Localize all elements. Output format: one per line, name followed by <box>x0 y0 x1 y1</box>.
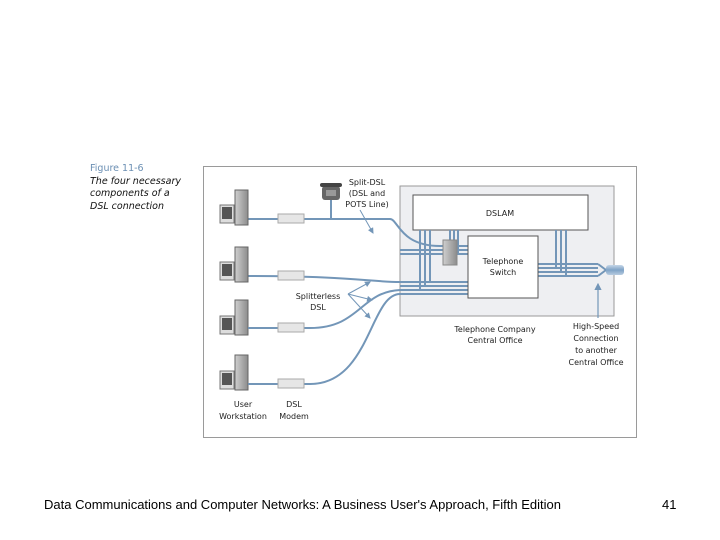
high-speed-label: Connection <box>573 334 618 343</box>
high-speed-label: High-Speed <box>573 322 619 331</box>
workstation-icon <box>219 189 249 226</box>
workstation-icon <box>219 246 249 283</box>
dsl-modem-label: DSL <box>286 400 302 409</box>
splitterless-label: Splitterless <box>296 292 341 301</box>
figure-description-line: The four necessary <box>90 175 181 187</box>
footer-text: Data Communications and Computer Network… <box>44 497 561 512</box>
workstation-icon <box>219 354 249 391</box>
split-dsl-label: POTS Line) <box>345 200 388 209</box>
central-office-label: Central Office <box>467 336 522 345</box>
telephone-switch-label: Telephone <box>482 257 524 266</box>
split-dsl-label: (DSL and <box>349 189 385 198</box>
telephone-icon <box>320 183 342 200</box>
page-number: 41 <box>662 497 677 512</box>
dsl-modem-icon <box>277 270 305 281</box>
figure-description-line: DSL connection <box>90 200 165 212</box>
figure-description-line: components of a <box>90 188 170 199</box>
splitterless-line <box>309 289 468 329</box>
dsl-modem-label: Modem <box>279 412 309 421</box>
dsl-modem-icon <box>277 213 305 224</box>
high-speed-pipe <box>606 265 624 275</box>
central-office-label: Telephone Company <box>453 325 535 334</box>
dslam-label: DSLAM <box>486 209 514 218</box>
figure-caption: Figure 11-6 The four necessary component… <box>90 163 181 213</box>
dsl-modem-icon <box>277 378 305 389</box>
dslam-box <box>412 194 589 231</box>
split-dsl-line <box>248 218 468 247</box>
user-workstation-label: Workstation <box>219 412 267 421</box>
dsl-modem-icon <box>277 322 305 333</box>
workstation-icon <box>219 299 249 336</box>
high-speed-label: to another <box>575 346 618 355</box>
telephone-switch-box <box>467 235 539 299</box>
splitter-icon <box>442 239 458 266</box>
figure-number: Figure 11-6 <box>90 163 144 174</box>
splitterless-label: DSL <box>310 303 326 312</box>
split-dsl-label: Split-DSL <box>349 178 386 187</box>
high-speed-label: Central Office <box>568 358 623 367</box>
user-workstation-label: User <box>234 400 253 409</box>
telephone-switch-label: Switch <box>490 268 516 277</box>
splitterless-line <box>309 293 468 385</box>
